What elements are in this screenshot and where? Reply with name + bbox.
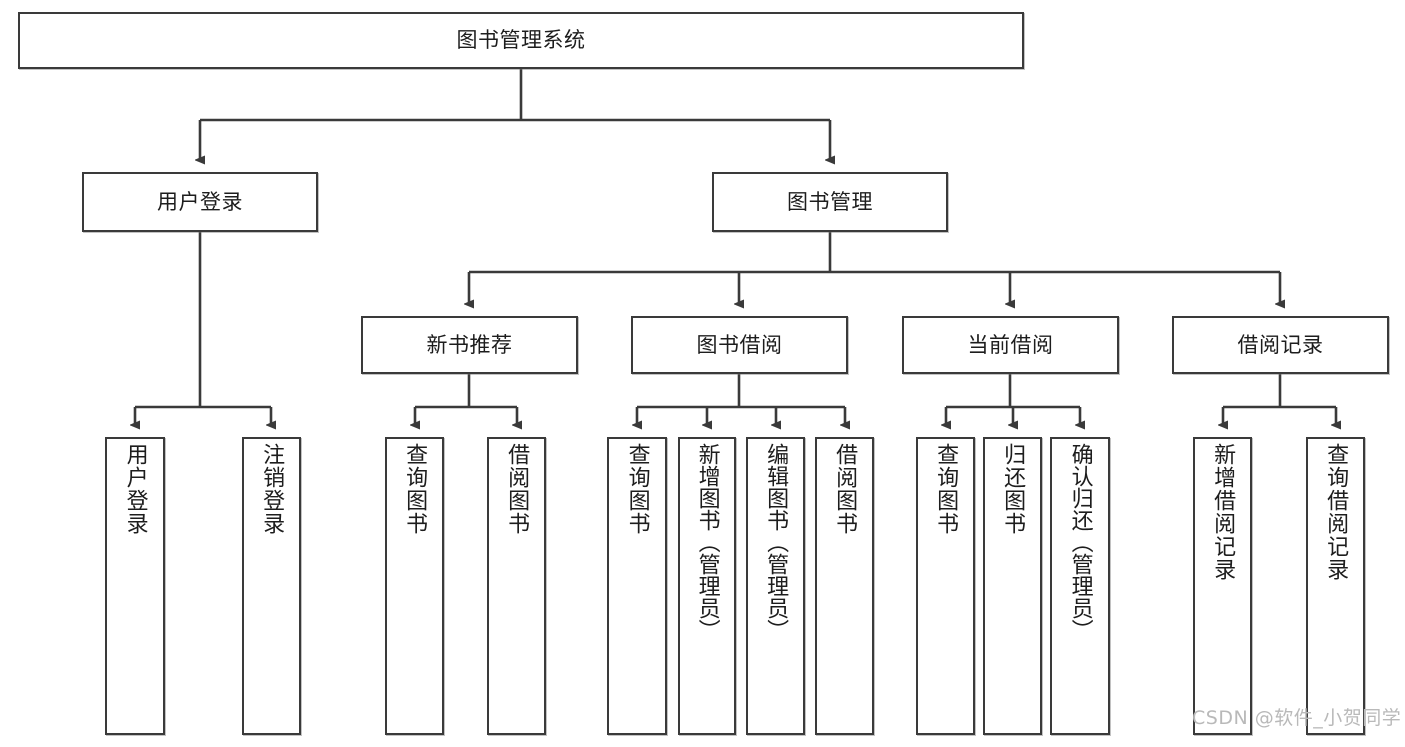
node-borrow-record[interactable]: 借阅记录: [1172, 316, 1389, 374]
node-leaf-add-record-label: 新增借阅记录: [1210, 443, 1236, 581]
node-leaf-query-record-label: 查询借阅记录: [1323, 443, 1349, 581]
node-leaf-query-book-2[interactable]: 查询图书: [607, 437, 667, 735]
node-book-manage-label: 图书管理: [787, 189, 873, 214]
node-leaf-return-book[interactable]: 归还图书: [983, 437, 1042, 735]
node-leaf-edit-book-label: 编辑图书（管理员）: [763, 443, 789, 641]
node-leaf-return-book-label: 归还图书: [1000, 443, 1026, 535]
node-leaf-confirm-return-label: 确认归还（管理员）: [1067, 443, 1093, 641]
node-root-label: 图书管理系统: [456, 28, 586, 53]
node-leaf-add-book-label: 新增图书（管理员）: [694, 443, 720, 641]
csdn-watermark: CSDN @软件_小贺同学: [1192, 707, 1402, 729]
node-root[interactable]: 图书管理系统: [18, 12, 1024, 69]
node-leaf-edit-book[interactable]: 编辑图书（管理员）: [746, 437, 805, 735]
node-leaf-logout[interactable]: 注销登录: [242, 437, 301, 735]
node-leaf-confirm-return[interactable]: 确认归还（管理员）: [1050, 437, 1110, 735]
node-user-login-label: 用户登录: [157, 189, 243, 214]
node-leaf-borrow-book-1-label: 借阅图书: [504, 443, 530, 535]
node-leaf-user-login[interactable]: 用户登录: [105, 437, 165, 735]
node-leaf-logout-label: 注销登录: [259, 443, 285, 535]
node-book-manage[interactable]: 图书管理: [712, 172, 948, 232]
node-new-book-rec[interactable]: 新书推荐: [361, 316, 578, 374]
node-leaf-borrow-book-2-label: 借阅图书: [832, 443, 858, 535]
node-borrow-record-label: 借阅记录: [1237, 332, 1324, 357]
node-book-borrow-label: 图书借阅: [696, 332, 783, 357]
node-leaf-query-book-1[interactable]: 查询图书: [385, 437, 444, 735]
node-leaf-borrow-book-2[interactable]: 借阅图书: [815, 437, 874, 735]
node-leaf-borrow-book-1[interactable]: 借阅图书: [487, 437, 546, 735]
node-leaf-add-book[interactable]: 新增图书（管理员）: [678, 437, 736, 735]
node-new-book-rec-label: 新书推荐: [426, 332, 513, 357]
node-current-borrow[interactable]: 当前借阅: [902, 316, 1119, 374]
node-book-borrow[interactable]: 图书借阅: [631, 316, 848, 374]
node-leaf-query-book-1-label: 查询图书: [402, 443, 428, 535]
node-current-borrow-label: 当前借阅: [967, 332, 1054, 357]
node-user-login[interactable]: 用户登录: [82, 172, 318, 232]
node-leaf-query-book-3-label: 查询图书: [933, 443, 959, 535]
node-leaf-add-record[interactable]: 新增借阅记录: [1193, 437, 1252, 735]
node-leaf-query-book-2-label: 查询图书: [624, 443, 650, 535]
node-leaf-query-book-3[interactable]: 查询图书: [916, 437, 975, 735]
node-leaf-query-record[interactable]: 查询借阅记录: [1306, 437, 1365, 735]
node-leaf-user-login-label: 用户登录: [122, 443, 148, 535]
